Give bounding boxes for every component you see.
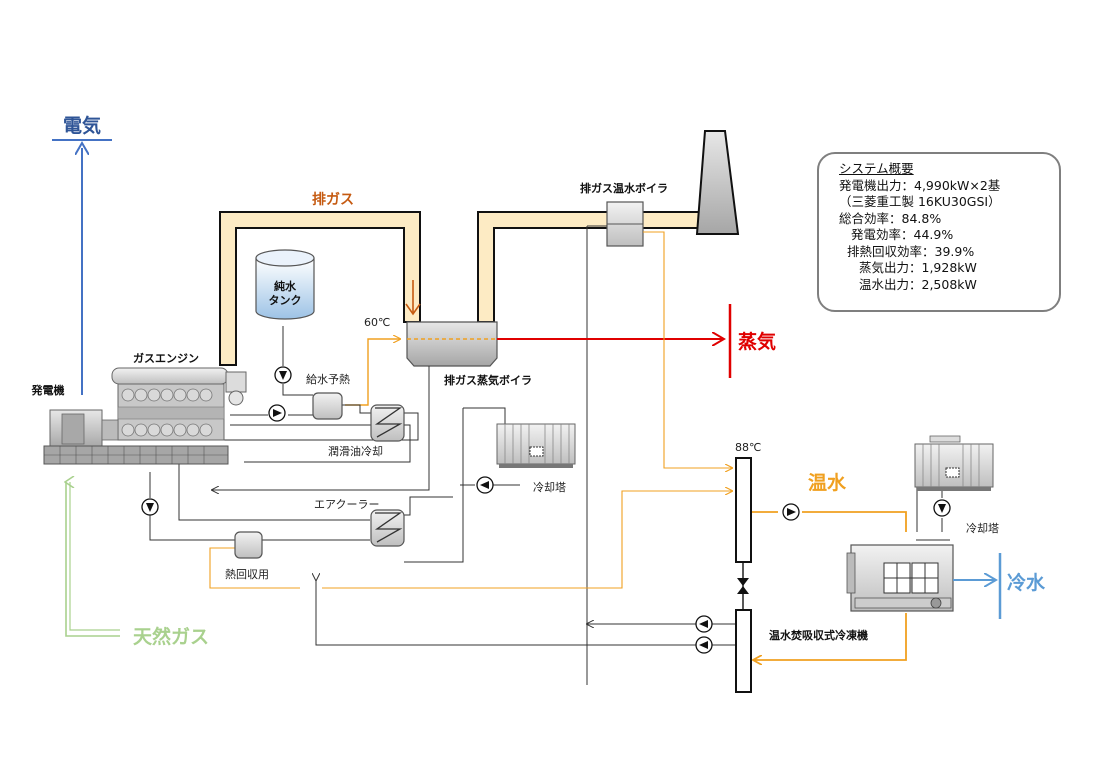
pump-return-2 [695, 636, 713, 654]
chimney [695, 130, 740, 235]
pump-feedwater [274, 366, 292, 384]
natural-gas-input: 天然ガス [66, 482, 209, 648]
cold-water-output: 冷水 [953, 553, 1046, 619]
pump-chiller-cooling [933, 499, 951, 517]
gas-engine-label: ガスエンジン [133, 351, 199, 365]
air-cooler-label: エアクーラー [314, 498, 379, 511]
electricity-label: 電気 [63, 114, 101, 137]
feedwater-preheater: 給水予熱 [306, 372, 350, 420]
cooling-tower-1-label: 冷却塔 [533, 481, 566, 494]
heat-recovery-efficiency-line: 排熱回収効率：39.9% [847, 243, 975, 259]
lube-oil-cooling-label: 潤滑油冷却 [328, 444, 383, 458]
exhaust-steam-boiler: 排ガス蒸気ボイラ [406, 321, 532, 387]
pure-water-tank-label-1: 純水 [274, 279, 297, 293]
generator-model-line: （三菱重工製 16KU30GSI） [839, 194, 1001, 209]
generator: 発電機 [31, 383, 229, 465]
exhaust-hot-water-boiler-label: 排ガス温水ボイラ [580, 181, 668, 195]
hot-water-label: 温水 [808, 472, 847, 494]
pump-return-1 [695, 615, 713, 633]
hot-water-output-line: 温水出力：2,508kW [859, 276, 977, 292]
cooling-piping [149, 326, 950, 646]
hot-water-header: 88℃ [735, 441, 761, 563]
cooling-tower-2-label: 冷却塔 [966, 522, 999, 535]
exhaust-hot-water-boiler: 排ガス温水ボイラ [580, 181, 668, 247]
steam-label: 蒸気 [738, 330, 776, 353]
gas-engine: ガスエンジン [111, 351, 247, 441]
steam-output-line: 蒸気出力：1,928kW [859, 260, 977, 275]
generator-output-line: 発電機出力：4,990kW×2基 [839, 177, 1001, 193]
exhaust-steam-boiler-label: 排ガス蒸気ボイラ [444, 373, 532, 387]
pure-water-tank-label-2: タンク [269, 294, 302, 307]
system-overview-box: システム概要 発電機出力：4,990kW×2基 （三菱重工製 16KU30GSI… [817, 152, 1061, 312]
heat-recovery-exchanger: 熱回収用 [225, 531, 269, 581]
feed-water-line: 60℃ [345, 316, 400, 406]
pump-hot-water [782, 503, 800, 521]
hot-water-piping [209, 231, 907, 660]
valve [737, 562, 749, 610]
absorption-chiller-label: 温水焚吸収式冷凍機 [769, 628, 868, 642]
power-efficiency-line: 発電効率：44.9% [851, 227, 954, 242]
temp-88-label: 88℃ [735, 441, 761, 454]
pump-jacket [141, 498, 159, 516]
cooling-tower-1: 冷却塔 [496, 423, 576, 494]
pure-water-tank: 純水 タンク [255, 249, 315, 320]
return-header [735, 609, 752, 693]
exhaust-gas-label: 排ガス [312, 191, 354, 208]
absorption-chiller: 温水焚吸収式冷凍機 [769, 544, 954, 642]
natural-gas-label: 天然ガス [133, 625, 209, 648]
temp-60-label: 60℃ [364, 316, 390, 329]
electricity-output: 電気 [52, 114, 112, 395]
cold-water-label: 冷水 [1007, 571, 1046, 594]
steam-output: 蒸気 [497, 304, 776, 378]
cooling-tower-2: 冷却塔 [914, 435, 999, 535]
system-overview-title: システム概要 [839, 161, 914, 176]
total-efficiency-line: 総合効率：84.8% [839, 210, 942, 226]
pump-cooling-tower [476, 476, 494, 494]
air-cooler: エアクーラー [314, 498, 405, 547]
heat-recovery-label: 熱回収用 [225, 568, 269, 581]
lube-oil-cooler: 潤滑油冷却 [328, 404, 405, 458]
generator-label: 発電機 [31, 383, 65, 397]
feedwater-preheat-label: 給水予熱 [306, 372, 350, 386]
pump-lube [268, 404, 286, 422]
